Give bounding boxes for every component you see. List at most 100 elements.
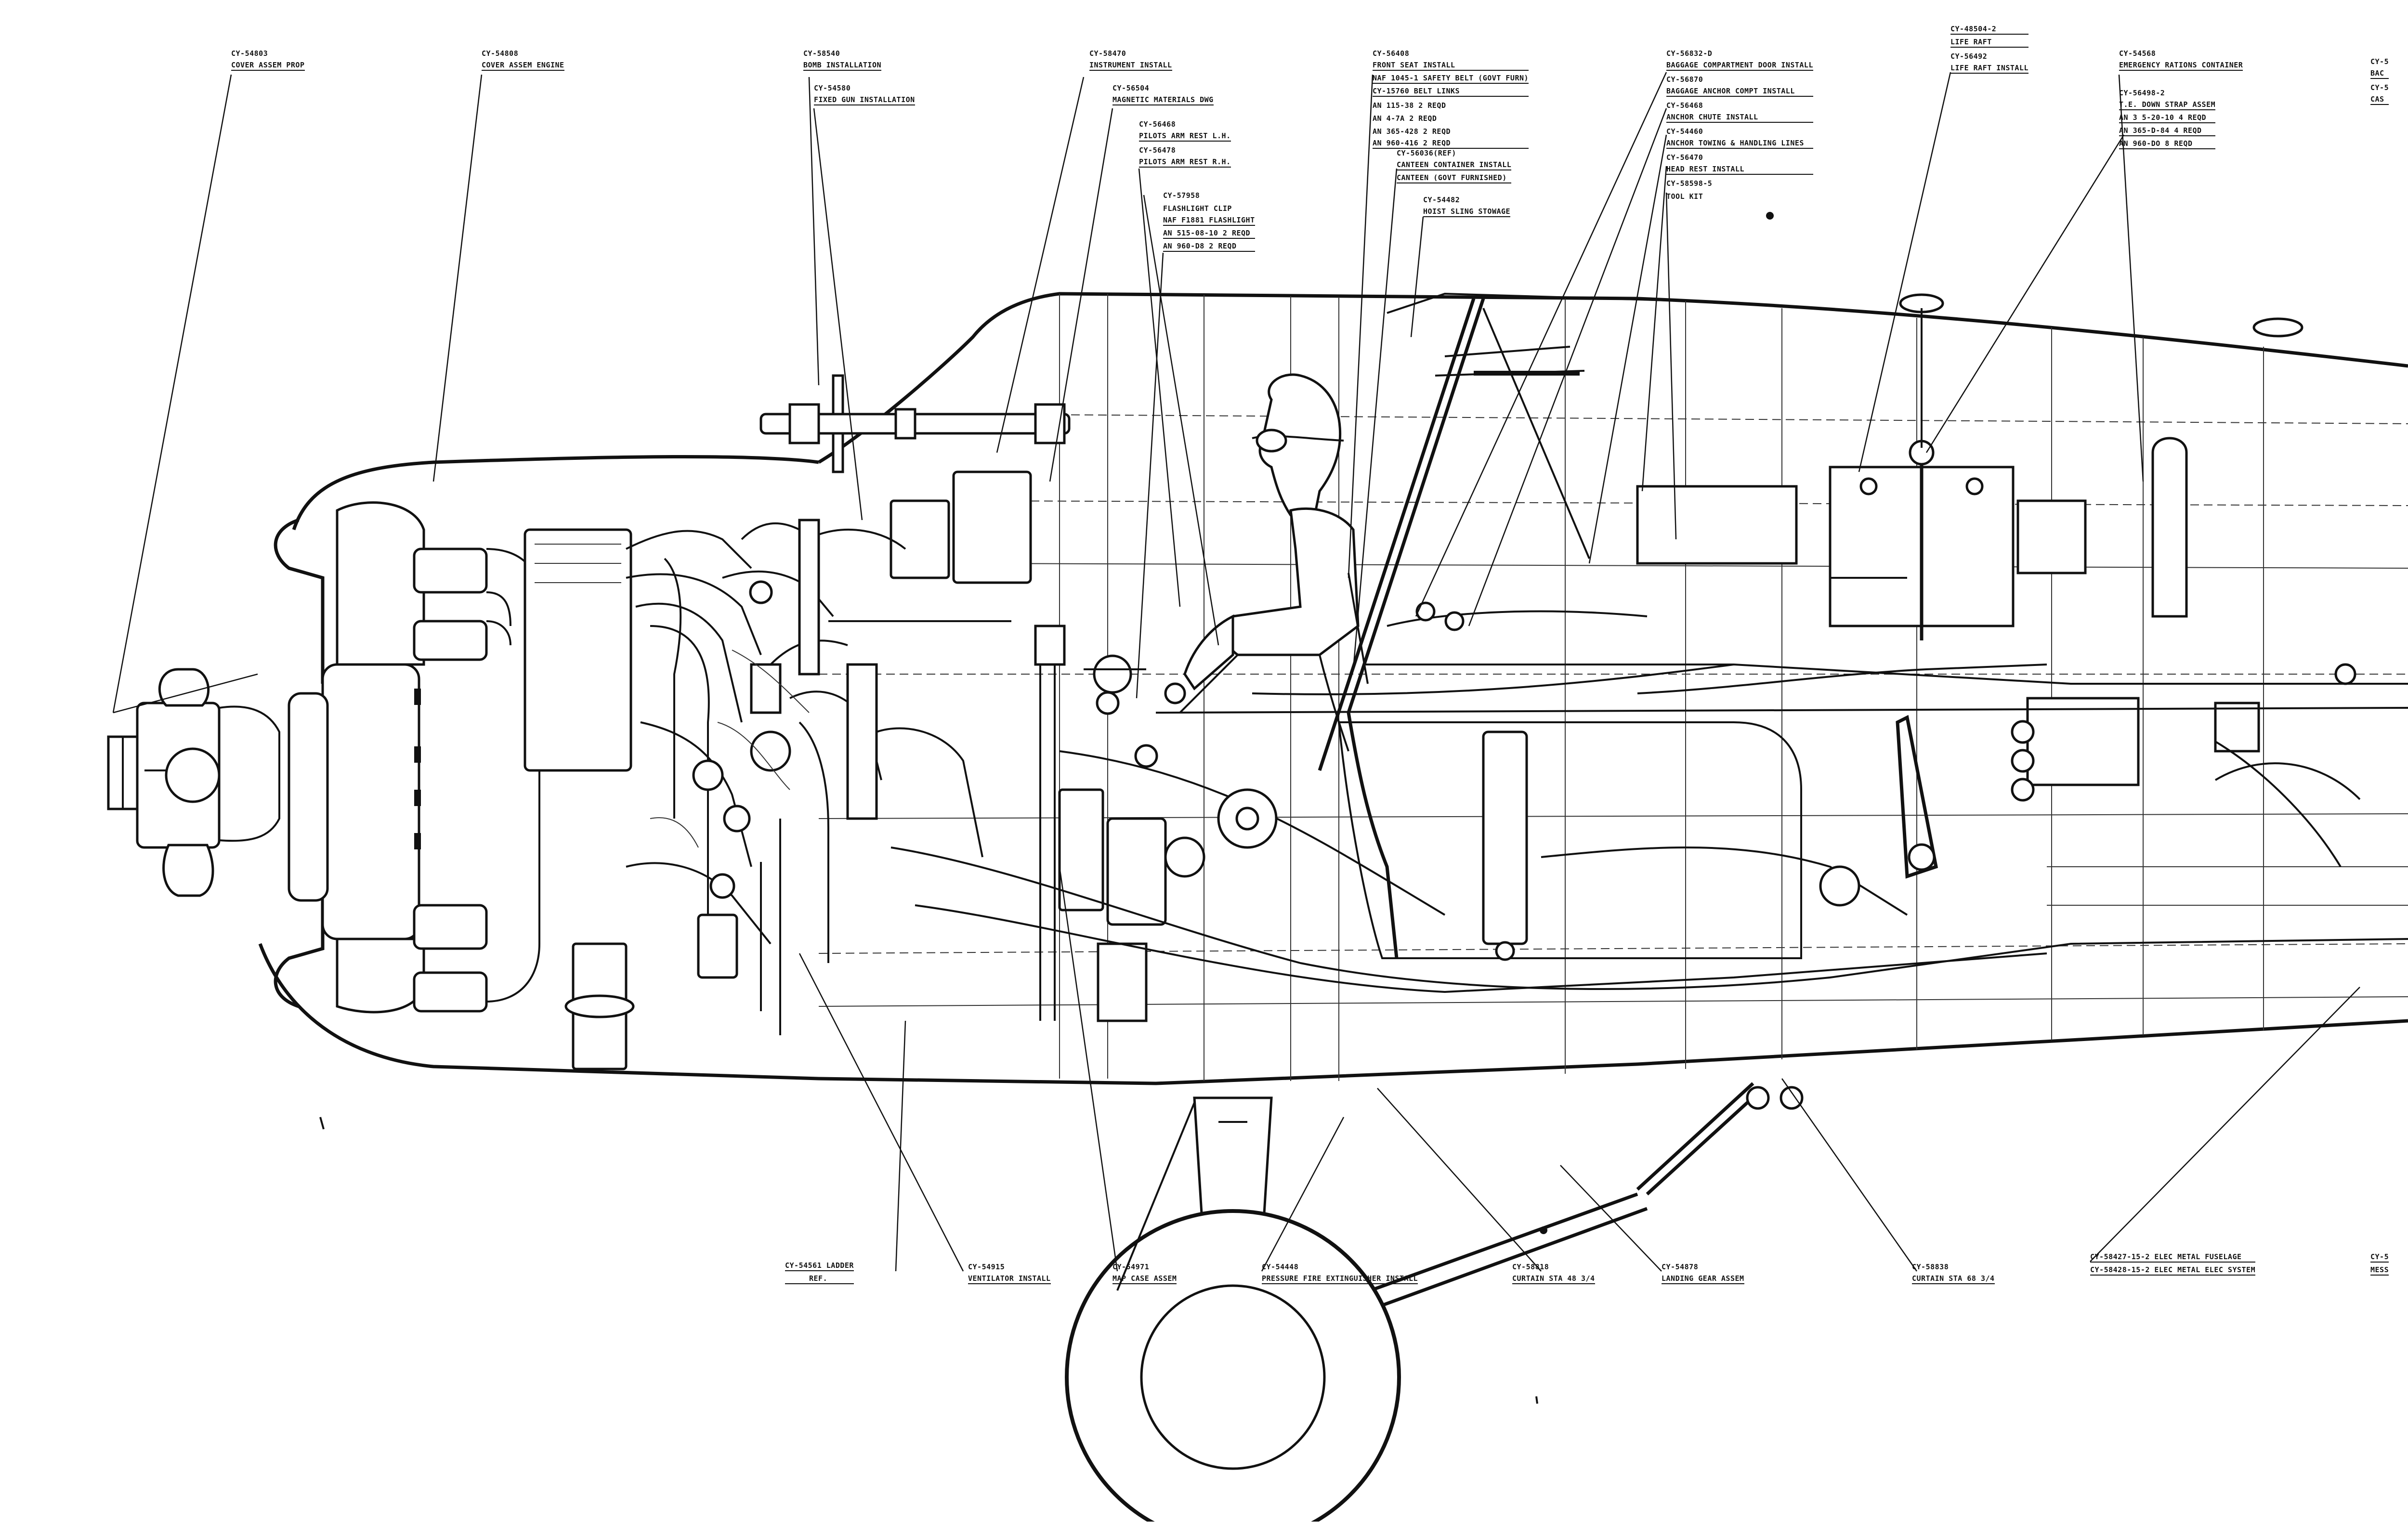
part-title: PRESSURE FIRE EXTINGUISHER INSTALL bbox=[1262, 1274, 1418, 1284]
label-canteen-container: CY-56036(REF) CANTEEN CONTAINER INSTALL … bbox=[1397, 147, 1512, 186]
part-number: CY-54803 bbox=[231, 49, 268, 58]
part-number: CY-54448 bbox=[1262, 1263, 1299, 1271]
control-cables bbox=[890, 663, 2408, 993]
label-edge-cropped-bottom: CY-5 MESS bbox=[2370, 1252, 2389, 1278]
label-life-raft: CY-48504-2 LIFE RAFT CY-56492 LIFE RAFT … bbox=[1950, 24, 2029, 76]
part-title: HEAD REST INSTALL bbox=[1666, 164, 1813, 175]
part-title: CANTEEN (GOVT FURNISHED) bbox=[1397, 173, 1512, 183]
propeller-hub bbox=[107, 668, 280, 897]
part-title: PILOTS ARM REST L.H. bbox=[1139, 131, 1231, 142]
label-instrument-install: CY-58470 INSTRUMENT INSTALL bbox=[1089, 47, 1172, 73]
engine-accessories bbox=[626, 374, 1071, 1035]
part-number: CY-56036(REF) bbox=[1397, 149, 1456, 157]
part-title: TOOL KIT bbox=[1666, 192, 1703, 201]
part-title: CANTEEN CONTAINER INSTALL bbox=[1397, 160, 1512, 170]
hardware-line: AN 960-DO 8 REQD bbox=[2119, 139, 2216, 149]
part-number: CY-56470 bbox=[1666, 153, 1703, 162]
part-title: BAGGAGE ANCHOR COMPT INSTALL bbox=[1666, 86, 1813, 97]
station-frames bbox=[818, 294, 2408, 1081]
part-title: VENTILATOR INSTALL bbox=[968, 1274, 1051, 1284]
part-title: INSTRUMENT INSTALL bbox=[1089, 60, 1172, 71]
label-hoist-sling-stowage: CY-54482 HOIST SLING STOWAGE bbox=[1423, 194, 1511, 220]
part-number: CY-58540 bbox=[803, 49, 840, 58]
part-title: BOMB INSTALLATION bbox=[803, 60, 882, 71]
label-baggage-compartment: CY-56832-D BAGGAGE COMPARTMENT DOOR INST… bbox=[1666, 47, 1813, 203]
label-fixed-gun-installation: CY-54580 FIXED GUN INSTALLATION bbox=[814, 82, 915, 108]
part-number: CY-54482 bbox=[1423, 195, 1460, 204]
part-number: CY-56504 bbox=[1112, 84, 1150, 92]
part-number: CY-5 bbox=[2370, 1252, 2389, 1263]
part-number: CY-57958 bbox=[1163, 191, 1200, 200]
fuel-tank bbox=[1337, 721, 1802, 961]
part-title: CAS bbox=[2370, 94, 2389, 105]
part-title: HOIST SLING STOWAGE bbox=[1423, 207, 1511, 217]
part-title: BAC bbox=[2370, 68, 2389, 79]
part-title: T.E. DOWN STRAP ASSEM bbox=[2119, 100, 2216, 110]
leader-lines bbox=[112, 72, 2360, 1272]
part-title: COVER ASSEM ENGINE bbox=[482, 60, 564, 71]
part-number: CY-56468 bbox=[1666, 101, 1703, 110]
part-number: CY-54808 bbox=[482, 49, 519, 58]
part-number: CY-58470 bbox=[1089, 49, 1126, 58]
label-magnetic-materials: CY-56504 MAGNETIC MATERIALS DWG bbox=[1112, 82, 1214, 108]
hardware-line: AN 960-D8 2 REQD bbox=[1163, 241, 1255, 252]
label-map-case: CY-54971 MAP CASE ASSEM bbox=[1112, 1261, 1177, 1287]
part-number: CY-54460 bbox=[1666, 127, 1703, 136]
part-number: CY-56492 bbox=[1950, 52, 1988, 61]
hardware-line: AN 365-D-84 4 REQD bbox=[2119, 126, 2216, 136]
part-ref: REF. bbox=[785, 1274, 854, 1284]
part-title: LIFE RAFT bbox=[1950, 37, 2029, 48]
part-number: CY-5 bbox=[2370, 57, 2389, 66]
instrument-panel bbox=[1034, 625, 1186, 1022]
part-title: FLASHLIGHT CLIP bbox=[1163, 204, 1232, 213]
part-title: MESS bbox=[2370, 1265, 2389, 1276]
rear-equipment bbox=[1636, 293, 2303, 802]
part-number: CY-54878 bbox=[1662, 1263, 1699, 1271]
label-curtain-sta-48: CY-58818 CURTAIN STA 48 3/4 bbox=[1512, 1261, 1595, 1287]
part-title: COVER ASSEM PROP bbox=[231, 60, 305, 71]
part-number: CY-54971 bbox=[1112, 1263, 1150, 1271]
part-number: CY-56468 bbox=[1139, 120, 1176, 129]
label-cover-assem-prop: CY-54803 COVER ASSEM PROP bbox=[231, 47, 305, 73]
part-title: CY-58428-15-2 ELEC METAL ELEC SYSTEM bbox=[2090, 1265, 2256, 1276]
label-ventilator-install: CY-54915 VENTILATOR INSTALL bbox=[968, 1261, 1051, 1287]
part-number: CY-58598-5 bbox=[1666, 179, 1713, 188]
part-title: EMERGENCY RATIONS CONTAINER bbox=[2119, 60, 2243, 71]
hardware-line: AN 4-7A 2 REQD bbox=[1373, 114, 1437, 123]
label-ladder: CY-54561 LADDER REF. bbox=[785, 1261, 854, 1287]
label-bomb-installation: CY-58540 BOMB INSTALLATION bbox=[803, 47, 882, 73]
label-edge-cropped-top: CY-5 BAC CY-5 CAS bbox=[2370, 55, 2389, 107]
part-number: CY-54568 bbox=[2119, 49, 2156, 58]
part-number: CY-56832-D bbox=[1666, 49, 1713, 58]
label-fire-extinguisher: CY-54448 PRESSURE FIRE EXTINGUISHER INST… bbox=[1262, 1261, 1418, 1287]
part-title: CURTAIN STA 48 3/4 bbox=[1512, 1274, 1595, 1284]
part-title: ANCHOR TOWING & HANDLING LINES bbox=[1666, 138, 1813, 149]
label-emergency-rations: CY-54568 EMERGENCY RATIONS CONTAINER bbox=[2119, 47, 2243, 73]
label-curtain-sta-68: CY-58838 CURTAIN STA 68 3/4 bbox=[1912, 1261, 1995, 1287]
part-title: CY-58427-15-2 ELEC METAL FUSELAGE bbox=[2090, 1252, 2256, 1263]
part-number: CY-56498-2 bbox=[2119, 89, 2165, 97]
part-title: NAF 1045-1 SAFETY BELT (GOVT FURN) bbox=[1373, 73, 1529, 84]
seat-frame bbox=[1318, 298, 1734, 959]
pilot-figure bbox=[1179, 373, 1369, 752]
part-title: CURTAIN STA 68 3/4 bbox=[1912, 1274, 1995, 1284]
hardware-line: AN 115-38 2 REQD bbox=[1373, 101, 1446, 110]
part-title: LANDING GEAR ASSEM bbox=[1662, 1274, 1744, 1284]
label-down-strap-assem: CY-56498-2 T.E. DOWN STRAP ASSEM AN 3 5-… bbox=[2119, 87, 2216, 152]
part-title: FIXED GUN INSTALLATION bbox=[814, 95, 915, 105]
fuselage-outline bbox=[258, 292, 2408, 1085]
part-number: CY-58818 bbox=[1512, 1263, 1549, 1271]
label-flashlight-clip: CY-57958 FLASHLIGHT CLIP NAF F1881 FLASH… bbox=[1163, 189, 1255, 254]
reference-marks bbox=[319, 212, 1774, 1404]
part-title: FRONT SEAT INSTALL bbox=[1373, 60, 1529, 71]
label-front-seat-install: CY-56408 FRONT SEAT INSTALL NAF 1045-1 S… bbox=[1373, 47, 1529, 151]
label-elec-metal-fuselage: CY-58427-15-2 ELEC METAL FUSELAGE CY-584… bbox=[2090, 1252, 2256, 1278]
part-number: CY-56870 bbox=[1666, 75, 1703, 84]
part-number: CY-5 bbox=[2370, 83, 2389, 92]
hardware-line: AN 515-08-10 2 REQD bbox=[1163, 228, 1255, 239]
part-number: CY-54915 bbox=[968, 1263, 1005, 1271]
part-title: CY-15760 BELT LINKS bbox=[1373, 86, 1529, 97]
hardware-line: AN 365-428 2 REQD bbox=[1373, 127, 1451, 136]
label-cover-assem-engine: CY-54808 COVER ASSEM ENGINE bbox=[482, 47, 564, 73]
